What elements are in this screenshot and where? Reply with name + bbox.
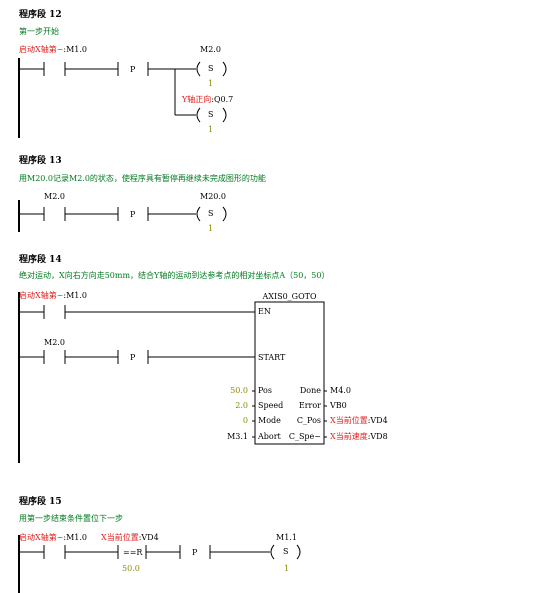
network-title: 程序段 12 bbox=[19, 10, 62, 20]
contact-address[interactable]: M2.0 bbox=[44, 192, 65, 201]
p-edge-label: P bbox=[130, 353, 136, 362]
pin-error: Error bbox=[298, 401, 321, 410]
pin-c-pos: C_Pos bbox=[296, 416, 321, 425]
pin-done: Done bbox=[299, 386, 321, 395]
network-comment[interactable]: 用第一步结束条件置位下一步 bbox=[19, 514, 123, 523]
pin-en: EN bbox=[258, 307, 271, 316]
set-coil-label: S bbox=[283, 547, 289, 556]
contact-address[interactable]: M2.0 bbox=[44, 338, 65, 347]
output-operand[interactable]: X当前速度:VD8 bbox=[330, 432, 388, 441]
output-operand[interactable]: M4.0 bbox=[330, 386, 351, 395]
network-15-rung[interactable] bbox=[19, 544, 301, 560]
pin-c-speed: C_Spe~ bbox=[288, 432, 321, 441]
network-title: 程序段 14 bbox=[19, 255, 62, 265]
coil-address[interactable]: M2.0 bbox=[200, 45, 221, 54]
network-13-rung[interactable] bbox=[19, 206, 227, 222]
set-coil-label: S bbox=[208, 110, 214, 119]
input-value[interactable]: 50.0 bbox=[230, 386, 248, 395]
compare-value[interactable]: 50.0 bbox=[122, 564, 140, 573]
pin-speed: Speed bbox=[258, 401, 284, 410]
set-coil-label: S bbox=[208, 64, 214, 73]
contact-operand[interactable]: 启动X轴第~:M1.0 bbox=[19, 45, 88, 54]
set-coil-label: S bbox=[208, 209, 214, 218]
coil-count[interactable]: 1 bbox=[208, 79, 214, 88]
network-comment[interactable]: 绝对运动，X向右方向走50mm，结合Y轴的运动到达参考点的相对坐标点A（50，5… bbox=[19, 271, 330, 280]
input-value[interactable]: M3.1 bbox=[227, 432, 248, 441]
coil-address[interactable]: M20.0 bbox=[200, 192, 227, 201]
contact-operand[interactable]: 启动X轴第~:M1.0 bbox=[19, 291, 88, 300]
coil-count[interactable]: 1 bbox=[208, 125, 214, 134]
network-comment[interactable]: 第一步开始 bbox=[19, 27, 59, 36]
p-edge-label: P bbox=[192, 548, 198, 557]
coil-operand[interactable]: Y轴正向:Q0.7 bbox=[182, 95, 234, 104]
network-comment[interactable]: 用M20.0记录M2.0的状态，使程序具有暂停再继续未完成图形的功能 bbox=[19, 174, 266, 183]
pin-abort: Abort bbox=[258, 432, 281, 441]
output-operand[interactable]: X当前位置:VD4 bbox=[330, 416, 388, 425]
input-value[interactable]: 0 bbox=[242, 416, 248, 425]
network-12-rung[interactable] bbox=[19, 61, 227, 123]
pin-mode: Mode bbox=[258, 416, 281, 425]
coil-count[interactable]: 1 bbox=[284, 564, 290, 573]
network-title: 程序段 15 bbox=[19, 497, 62, 507]
p-edge-label: P bbox=[130, 65, 136, 74]
input-value[interactable]: 2.0 bbox=[235, 401, 248, 410]
network-14-rung[interactable] bbox=[19, 301, 327, 445]
contact-operand[interactable]: 启动X轴第~:M1.0 bbox=[19, 533, 88, 542]
compare-operand[interactable]: X当前位置:VD4 bbox=[101, 533, 159, 542]
function-block-name[interactable]: AXIS0_GOTO bbox=[262, 292, 317, 301]
coil-address[interactable]: M1.1 bbox=[276, 533, 297, 542]
pin-start: START bbox=[258, 353, 286, 362]
pin-pos: Pos bbox=[258, 386, 272, 395]
output-operand[interactable]: VB0 bbox=[330, 401, 347, 410]
network-title: 程序段 13 bbox=[19, 156, 62, 166]
compare-operator: ==R bbox=[123, 548, 143, 557]
coil-count[interactable]: 1 bbox=[208, 224, 214, 233]
p-edge-label: P bbox=[130, 210, 136, 219]
